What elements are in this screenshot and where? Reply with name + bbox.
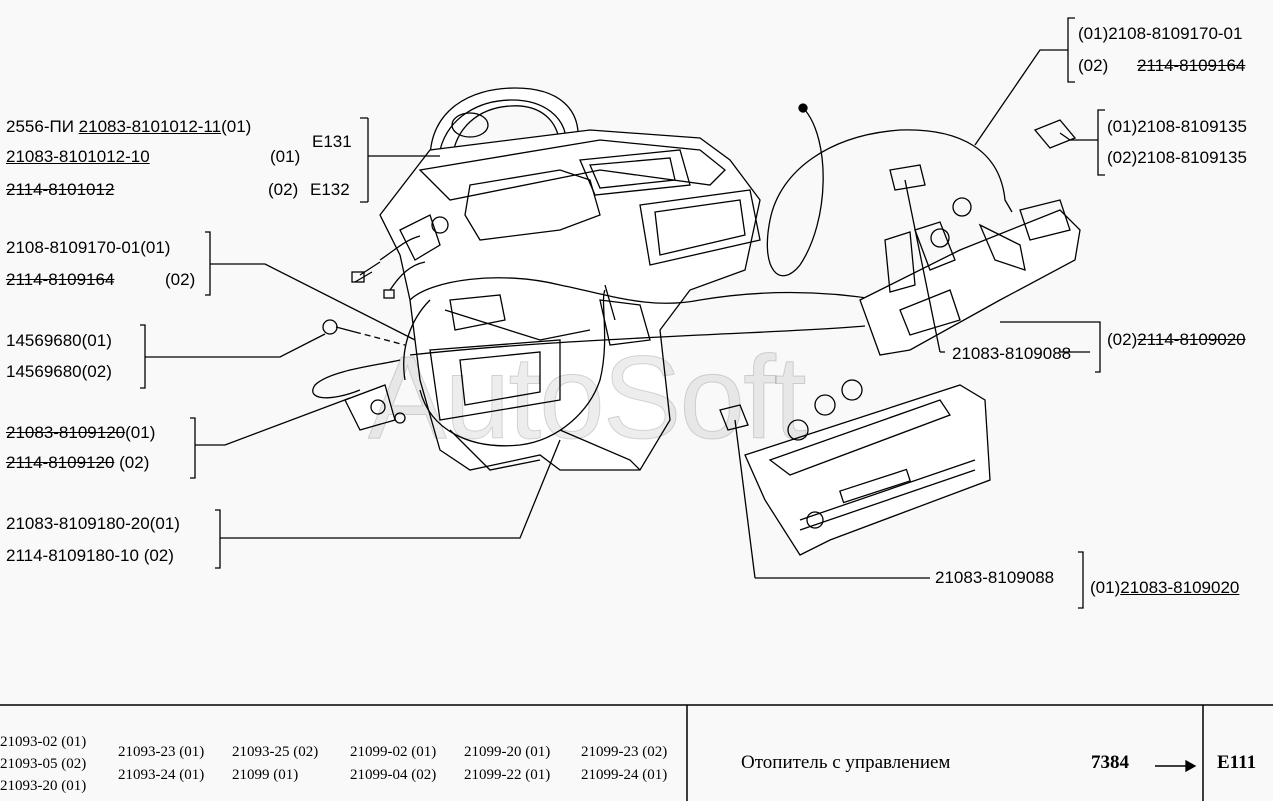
label-prefix: (02) [1107,330,1138,349]
label-right-control-01: (01)21083-8109020 [1090,578,1239,598]
footer-model: 21099-24 (01) [581,767,668,783]
drawing-number: 7384 [1091,752,1129,773]
label-cable-1: 2108-8109170-01(01) [6,238,171,257]
footer-model: 21093-23 (01) [118,744,205,760]
label-part: 2114-8109164 [1136,56,1246,75]
label-cable-3: 21083-8109180-20(01) [6,514,180,533]
label-cable-4: 2114-8109180-10 (02) [6,546,174,565]
label-right-valve-2: (02)2108-8109135 [1107,148,1247,167]
page-title: Отопитель с управлением [741,752,951,773]
label-heater-part-3-variant: (02) [268,180,299,199]
footer-model: 21093-25 (02) [232,744,319,760]
label-part: 2114-8109020 [1137,330,1246,349]
footer-model: 21099-23 (02) [581,744,668,760]
flex-cable [766,109,1013,277]
footer-model: 21099-04 (02) [350,767,437,783]
label-prefix: (02) [1078,56,1109,75]
label-right-cable-1: (01)2108-8109170-01 [1078,24,1243,43]
footer-model: 21093-20 (01) [0,778,87,794]
label-cable-2-variant: (02) [165,270,196,289]
label-clip-1: 14569680(01) [6,331,112,350]
footer-model: 21099-02 (01) [350,744,437,760]
label-heater-part-2: 21083-8101012-10 [6,147,150,166]
label-suffix: (02) [119,453,150,472]
watermark: AutoSoft [368,332,808,465]
label-part: 2114-8109120 [6,453,115,472]
footer-model: 21093-24 (01) [118,767,205,783]
footer-model: 21099-20 (01) [464,744,551,760]
label-e132: E132 [310,180,350,199]
label-heater-part-3: 2114-8101012 [6,180,115,199]
label-e131: E131 [312,132,352,151]
label-part: 21083-8109020 [1120,578,1240,597]
label-tap-2: 2114-8109120 (02) [6,453,149,473]
label-suffix: (01) [125,423,156,442]
footer-model: 21093-02 (01) [0,734,87,750]
label-right-bracket-mid-02: 21083-8109088 [952,344,1072,363]
label-right-valve-1: (01)2108-8109135 [1107,117,1247,136]
footer-model: 21099 (01) [232,767,299,783]
label-prefix: 2556-ПИ [6,117,74,136]
heater-housing [312,87,881,471]
control-unit-02 [859,119,1081,356]
label-right-cable-2: (02) 2114-8109164 [1078,56,1245,76]
label-cable-2: 2114-8109164 [6,270,115,289]
footer-model: 21099-22 (01) [464,767,551,783]
label-part: 21083-8101012-11 [78,117,222,136]
label-clip-2: 14569680(02) [6,362,112,381]
footer-model: 21093-05 (02) [0,756,87,772]
label-heater-part-2-variant: (01) [270,147,301,166]
label-right-control-02: (02)2114-8109020 [1107,330,1246,350]
label-tap-1: 21083-8109120(01) [6,423,155,443]
label-heater-part-1: 2556-ПИ 21083-8101012-11(01) [6,117,251,137]
label-right-bracket-mid-01: 21083-8109088 [935,568,1055,587]
label-suffix: (01) [221,117,252,136]
control-unit-01 [719,379,991,556]
label-prefix: (01) [1090,578,1121,597]
section-code: E111 [1217,752,1257,773]
label-part: 21083-8109120 [6,423,126,442]
